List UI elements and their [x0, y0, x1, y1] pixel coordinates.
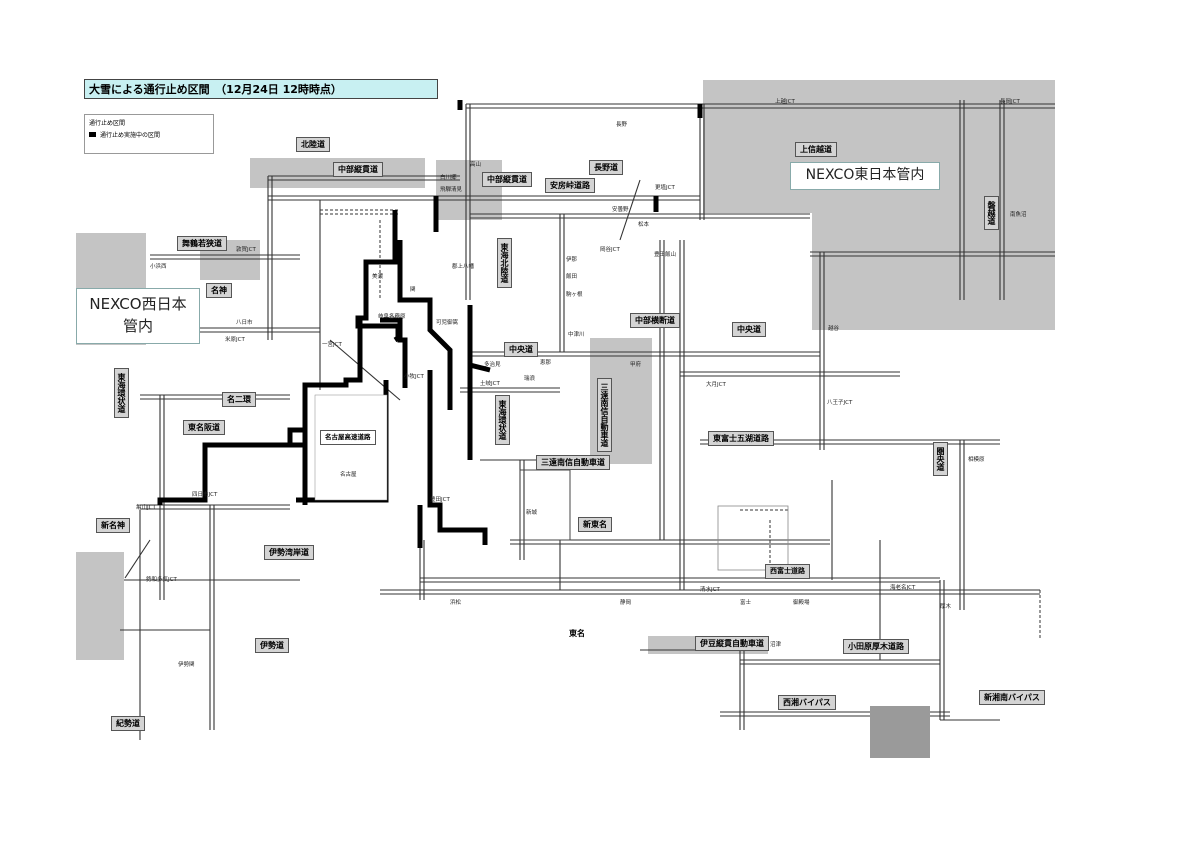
legend-item-label: 通行止め実施中の区間	[100, 130, 160, 139]
road-label-isewangan: 伊勢湾岸道	[264, 545, 314, 560]
road-label-kisei: 紀勢道	[111, 716, 145, 731]
road-label-sanen-2: 三遠南信自動車道	[536, 455, 610, 470]
map-title: 大雪による通行止め区間 （12月24日 12時時点）	[84, 79, 438, 99]
road-label-bane: 磐越道	[984, 196, 999, 230]
road-label-joshinetsu: 上信越道	[795, 142, 837, 157]
place-label: 静岡	[620, 598, 631, 606]
road-label-chubu-odan: 中部横断道	[630, 313, 680, 328]
region-nexco-west: NEXCO西日本 管内	[76, 288, 200, 344]
road-label-shin-meishin: 新名神	[96, 518, 130, 533]
legend-row: 通行止め実施中の区間	[89, 130, 209, 139]
fuji-inset	[718, 506, 788, 570]
place-label: 勢和多気JCT	[146, 575, 177, 583]
road-label-tokai-kanjo-2: 東海環状道	[495, 395, 510, 445]
place-label: 大月JCT	[706, 380, 726, 388]
road-label-higashi-fuji: 東富士五湖道路	[708, 431, 774, 446]
place-label: 松本	[638, 220, 649, 228]
place-label: 厚木	[940, 602, 951, 610]
place-label: 岐阜各務原	[378, 312, 406, 320]
road-label-tomei-han: 東名阪道	[183, 420, 225, 435]
road-label-ise: 伊勢道	[255, 638, 289, 653]
road-label-sanen-1: 三遠南信自動車道	[597, 378, 612, 452]
road-label-nishi-fuji: 西富士道路	[765, 564, 810, 579]
road-label-nishi-bypass: 西湘バイパス	[778, 695, 836, 710]
place-label: 四日市JCT	[192, 490, 217, 498]
place-label: 郡上八幡	[452, 262, 474, 270]
place-label: 可児御嵩	[436, 318, 458, 326]
place-label: 小浜西	[150, 262, 167, 270]
place-label: 御殿場	[793, 598, 810, 606]
place-label: 一宮JCT	[322, 340, 342, 348]
road-label-chuo-2: 中央道	[732, 322, 766, 337]
place-label: 富士	[740, 598, 751, 606]
place-label: 伊勢関	[178, 660, 195, 668]
place-label: 飛騨清見	[440, 185, 462, 193]
place-label: 亀山JCT	[136, 503, 156, 511]
place-label: 安曇野	[612, 205, 629, 213]
place-label: 白川郷	[440, 173, 457, 181]
road-label-kenodo: 圏央道	[933, 442, 948, 476]
road-label-chubu-jukan-2: 中部縦貫道	[482, 172, 532, 187]
place-label: 土岐JCT	[480, 379, 500, 387]
place-label: 越谷	[828, 324, 839, 332]
place-label: 多治見	[484, 360, 501, 368]
region-nexco-east: NEXCO東日本管内	[790, 162, 940, 190]
road-label-chubu-jukan-1: 中部縦貫道	[333, 162, 383, 177]
place-label: 高山	[470, 160, 481, 168]
place-label: 清水JCT	[700, 585, 720, 593]
legend-heading: 通行止め区間	[89, 118, 209, 127]
road-label-tomei: 東名	[565, 627, 589, 640]
place-label: 南魚沼	[1010, 210, 1027, 218]
place-label: 新城	[526, 508, 537, 516]
place-label: 長岡JCT	[1000, 97, 1020, 105]
place-label: 小牧JCT	[404, 372, 424, 380]
place-label: 米原JCT	[225, 335, 245, 343]
place-label: 八王子JCT	[827, 398, 852, 406]
road-label-maizuru: 舞鶴若狭道	[177, 236, 227, 251]
road-label-shin-tomei: 新東名	[578, 517, 612, 532]
road-label-izu-jukan: 伊豆縦貫自動車道	[695, 636, 769, 651]
place-label: 長野	[616, 120, 627, 128]
place-label: 飯田	[566, 272, 577, 280]
road-label-nagoya-kosoku: 名古屋高速道路	[320, 430, 376, 445]
place-label: 甲府	[630, 360, 641, 368]
road-label-shin-shonan: 新湘南バイパス	[979, 690, 1045, 705]
place-label: 瑞浪	[524, 374, 535, 382]
place-label: 八日市	[236, 318, 253, 326]
road-label-nagano: 長野道	[589, 160, 623, 175]
road-label-meishin: 名神	[206, 283, 232, 298]
place-label: 中津川	[568, 330, 585, 338]
closed-swatch-icon	[89, 132, 96, 137]
place-label: 駒ヶ根	[566, 290, 583, 298]
place-label: 伊那	[566, 255, 577, 263]
road-label-odawara-atsugi: 小田原厚木道路	[843, 639, 909, 654]
place-label: 岡谷JCT	[600, 245, 620, 253]
place-label: 更埴JCT	[655, 183, 675, 191]
hamamatsu-inset	[520, 470, 570, 540]
road-label-chuo-1: 中央道	[504, 342, 538, 357]
place-label: 関	[410, 285, 416, 293]
place-label: 恵那	[540, 358, 551, 366]
place-label: 豊田飯山	[654, 250, 676, 258]
shonan-gray	[870, 706, 930, 758]
road-label-tokai-kanjo: 東海環状道	[114, 368, 129, 418]
road-label-hokuriku: 北陸道	[296, 137, 330, 152]
road-label-meinikan: 名二環	[222, 392, 256, 407]
place-label: 相模原	[968, 455, 985, 463]
place-label: 名古屋	[340, 470, 357, 478]
place-label: 海老名JCT	[890, 583, 915, 591]
place-label: 浜松	[450, 598, 461, 606]
place-label: 上越JCT	[775, 97, 795, 105]
legend: 通行止め区間 通行止め実施中の区間	[84, 114, 214, 154]
place-label: 敦賀JCT	[236, 245, 256, 253]
road-label-tokai-hokuriku: 東海北陸道	[497, 238, 512, 288]
place-label: 豊田JCT	[430, 495, 450, 503]
place-label: 沼津	[770, 640, 781, 648]
road-label-anbou: 安房峠道路	[545, 178, 595, 193]
place-label: 美濃	[372, 272, 383, 280]
nagoya-inset	[315, 395, 387, 500]
